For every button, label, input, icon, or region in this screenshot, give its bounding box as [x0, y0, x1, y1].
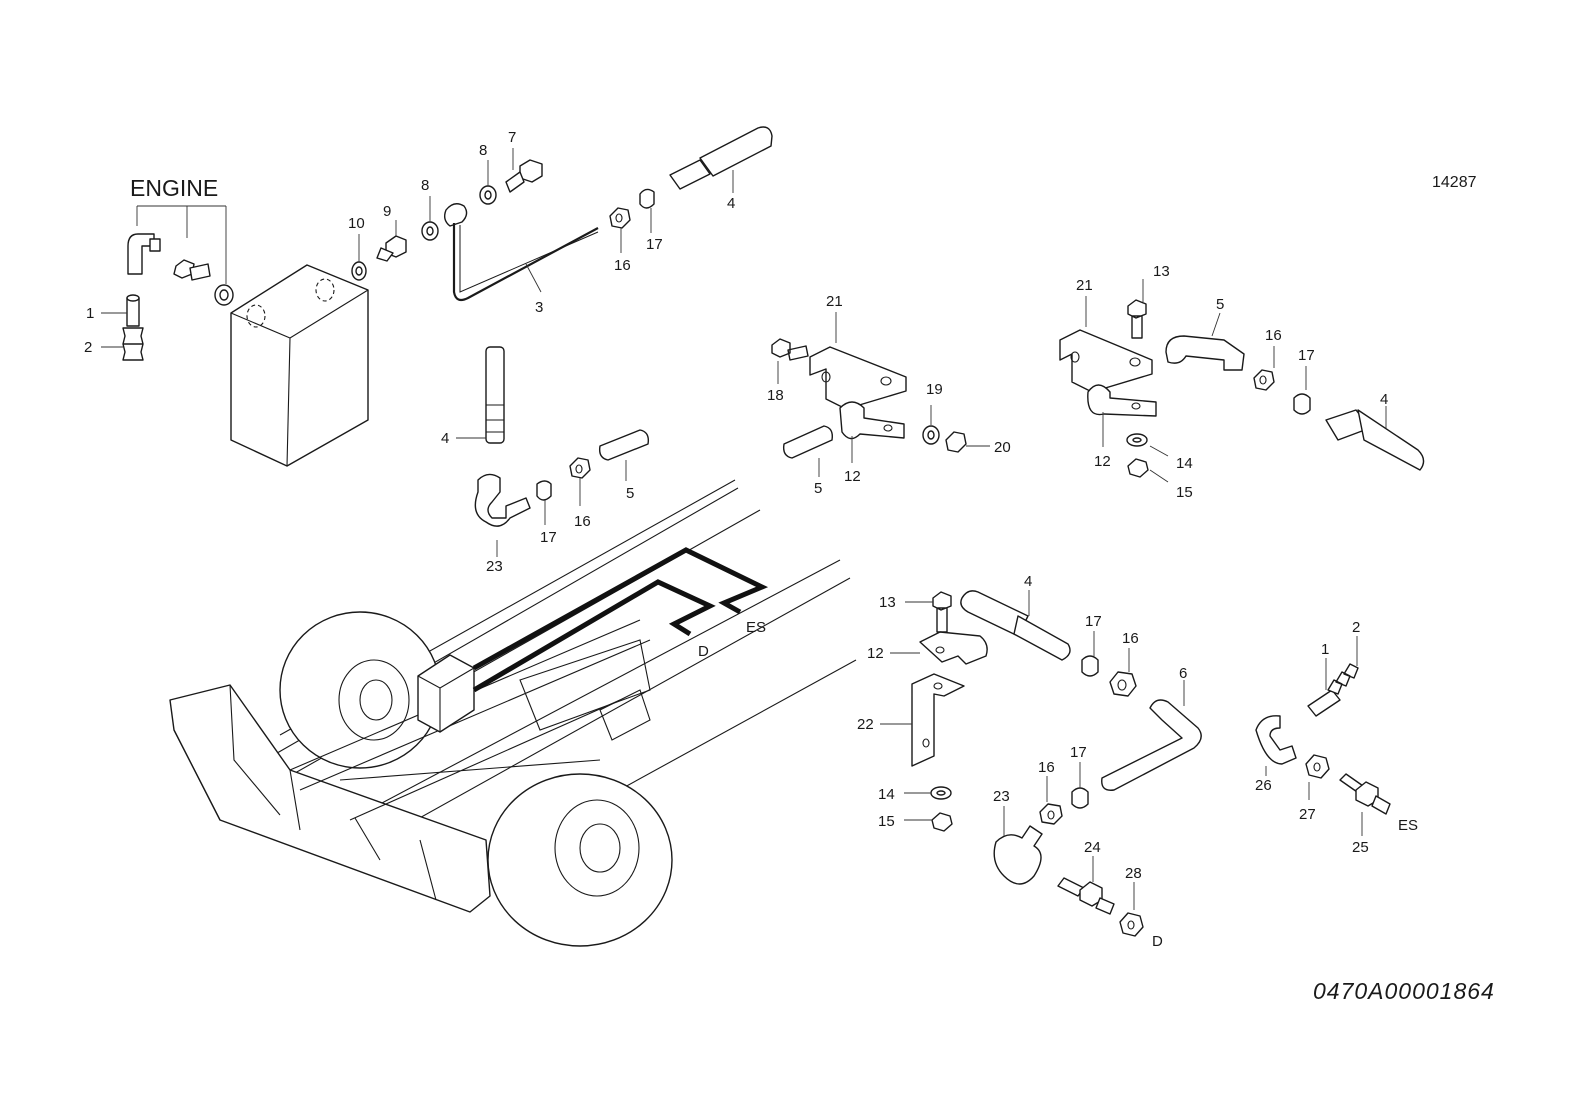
callout-7: 7 — [508, 129, 516, 146]
lower-fitting-group: 4 13 12 22 17 16 6 14 15 — [857, 573, 1202, 950]
callout-17c: 17 — [1298, 347, 1315, 364]
callout-17b: 17 — [540, 529, 557, 546]
callout-16c: 16 — [1265, 327, 1282, 344]
callout-17a: 17 — [646, 236, 663, 253]
callout-5a: 5 — [626, 485, 634, 502]
callout-8b: 8 — [479, 142, 487, 159]
callout-22: 22 — [857, 716, 874, 733]
es-fitting-group: 1 2 26 27 25 ES — [1255, 619, 1418, 856]
callout-4a: 4 — [727, 195, 735, 212]
callout-15a: 15 — [1176, 484, 1193, 501]
chassis-illustration: D ES — [169, 479, 857, 947]
callout-12a: 12 — [844, 468, 861, 485]
callout-5c: 5 — [1216, 296, 1224, 313]
callout-16b: 16 — [574, 513, 591, 530]
callout-24: 24 — [1084, 839, 1101, 856]
callout-9: 9 — [383, 203, 391, 220]
clamp-group-a: 21 18 19 20 5 12 — [767, 293, 1011, 497]
callout-2: 2 — [84, 339, 92, 356]
callout-10: 10 — [348, 215, 365, 232]
callout-4c: 4 — [1380, 391, 1388, 408]
callout-1b: 1 — [1321, 641, 1329, 658]
callout-14b: 14 — [878, 786, 895, 803]
callout-13b: 13 — [879, 594, 896, 611]
callout-21a: 21 — [826, 293, 843, 310]
callout-17d: 17 — [1085, 613, 1102, 630]
callout-4b: 4 — [441, 430, 449, 447]
document-code: 0470A00001864 — [1313, 978, 1495, 1004]
callout-4d: 4 — [1024, 573, 1032, 590]
callout-28: 28 — [1125, 865, 1142, 882]
callout-26: 26 — [1255, 777, 1272, 794]
callout-12c: 12 — [867, 645, 884, 662]
label-es-right: ES — [1398, 817, 1418, 834]
center-fitting-group: 4 23 17 16 5 — [441, 346, 650, 575]
callout-5b: 5 — [814, 480, 822, 497]
callout-25: 25 — [1352, 839, 1369, 856]
callout-2b: 2 — [1352, 619, 1360, 636]
callout-23a: 23 — [486, 558, 503, 575]
callout-1: 1 — [86, 305, 94, 322]
callout-20: 20 — [994, 439, 1011, 456]
callout-16a: 16 — [614, 257, 631, 274]
callout-19: 19 — [926, 381, 943, 398]
clamp-group-b: 21 13 5 16 17 4 12 14 15 — [1059, 263, 1425, 501]
callout-13a: 13 — [1153, 263, 1170, 280]
route-label-es: ES — [746, 619, 766, 636]
callout-15b: 15 — [878, 813, 895, 830]
callout-8a: 8 — [421, 177, 429, 194]
engine-label: ENGINE — [130, 175, 218, 201]
callout-23b: 23 — [993, 788, 1010, 805]
callout-17e: 17 — [1070, 744, 1087, 761]
callout-3: 3 — [535, 299, 543, 316]
callout-12b: 12 — [1094, 453, 1111, 470]
callout-16e: 16 — [1038, 759, 1055, 776]
callout-14a: 14 — [1176, 455, 1193, 472]
label-d-bottom: D — [1152, 933, 1163, 950]
engine-fitting-group: ENGINE 1 2 10 — [84, 126, 773, 467]
route-label-d: D — [698, 643, 709, 660]
reference-number: 14287 — [1432, 174, 1477, 191]
callout-16d: 16 — [1122, 630, 1139, 647]
callout-6: 6 — [1179, 665, 1187, 682]
callout-21b: 21 — [1076, 277, 1093, 294]
callout-27: 27 — [1299, 806, 1316, 823]
callout-18: 18 — [767, 387, 784, 404]
